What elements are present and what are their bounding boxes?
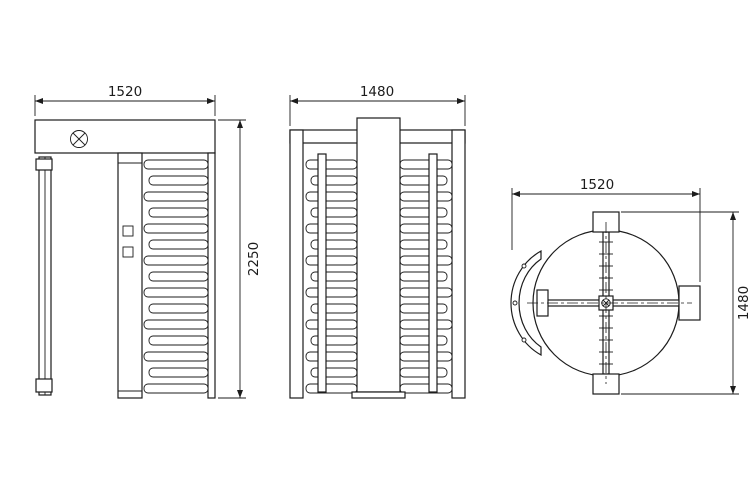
comb-slat [399, 383, 453, 394]
comb-slat [399, 223, 453, 234]
comb-slat [305, 287, 358, 298]
frame-post [289, 129, 304, 399]
control-box [122, 246, 134, 258]
front-comb-slats [143, 159, 209, 394]
control-box [122, 225, 134, 237]
dim-label-front-height: 2250 [246, 242, 262, 276]
header-band [34, 119, 216, 154]
front-width-dimension: 1520 [34, 84, 216, 116]
rotor-column [117, 152, 143, 399]
comb-slat [399, 207, 448, 218]
rotor-arm-tube [428, 153, 438, 393]
arrow-up-icon [730, 212, 736, 220]
comb-slat [305, 351, 358, 362]
arrow-left-icon [290, 98, 298, 104]
arrow-down-icon [237, 390, 243, 398]
rotor-column-base [351, 391, 406, 399]
comb-slat [148, 207, 209, 218]
comb-slat [143, 191, 209, 202]
comb-slat [399, 287, 453, 298]
arrow-left-icon [35, 98, 43, 104]
comb-slat [399, 303, 448, 314]
top-depth-dimension: 1480 [621, 211, 750, 395]
comb-slat [399, 335, 448, 346]
comb-slat [143, 351, 209, 362]
bracket-yoke [510, 249, 542, 357]
bolt-hole [521, 263, 527, 269]
side-width-dimension: 1480 [289, 84, 466, 126]
comb-slat [399, 239, 448, 250]
rotor-column [356, 117, 401, 393]
arrow-right-icon [207, 98, 215, 104]
hinge-bracket [35, 378, 53, 393]
hinge-bracket [35, 158, 53, 171]
side-rotor-column [351, 117, 406, 399]
bolt-hole [521, 337, 527, 343]
dim-label-side-width: 1480 [360, 84, 394, 100]
rotor-arm-tube [317, 153, 327, 393]
comb-slat [305, 191, 358, 202]
comb-slat [399, 159, 453, 170]
comb-slat [143, 287, 209, 298]
comb-slat [399, 175, 448, 186]
comb-slat [305, 159, 358, 170]
comb-slat [148, 303, 209, 314]
dim-label-top-width: 1520 [580, 177, 614, 193]
top-centerlines [527, 222, 692, 384]
dim-label-front-width: 1520 [108, 84, 142, 100]
arrow-left-icon [512, 191, 520, 197]
front-rotor-column [117, 152, 143, 399]
comb-slat [148, 335, 209, 346]
top-view: 1520 1480 [510, 177, 750, 395]
comb-slat [399, 367, 448, 378]
comb-slat [143, 319, 209, 330]
front-height-dimension: 2250 [218, 119, 262, 399]
comb-slat [399, 191, 453, 202]
front-right-post [207, 152, 216, 399]
arrow-right-icon [692, 191, 700, 197]
comb-slat [143, 223, 209, 234]
circled-cross-icon [70, 130, 88, 148]
side-comb-slats-left [305, 159, 358, 394]
frame-post [451, 129, 466, 399]
bolt-hole [512, 300, 518, 306]
arrow-down-icon [730, 386, 736, 394]
comb-slat [148, 367, 209, 378]
comb-slat [399, 271, 448, 282]
comb-slat [399, 319, 453, 330]
comb-slat [143, 383, 209, 394]
arrow-up-icon [237, 120, 243, 128]
front-left-post [35, 156, 53, 396]
side-view: 1480 [289, 84, 466, 399]
comb-slat [399, 255, 453, 266]
arrow-right-icon [457, 98, 465, 104]
comb-slat [399, 351, 453, 362]
comb-slat [305, 223, 358, 234]
comb-slat [148, 175, 209, 186]
front-header-band [34, 119, 216, 154]
comb-slat [148, 271, 209, 282]
comb-slat [305, 319, 358, 330]
front-view: 1520 2250 [34, 84, 262, 399]
comb-slat [305, 255, 358, 266]
lock-indicator-circle [70, 130, 88, 148]
comb-slat [148, 239, 209, 250]
comb-slat [143, 255, 209, 266]
dim-label-top-depth: 1480 [736, 286, 750, 320]
comb-slat [305, 383, 358, 394]
lock-indicator-stroke [72, 132, 86, 146]
top-width-dimension: 1520 [511, 177, 701, 282]
side-comb-slats-right [399, 159, 453, 394]
comb-slat [143, 159, 209, 170]
